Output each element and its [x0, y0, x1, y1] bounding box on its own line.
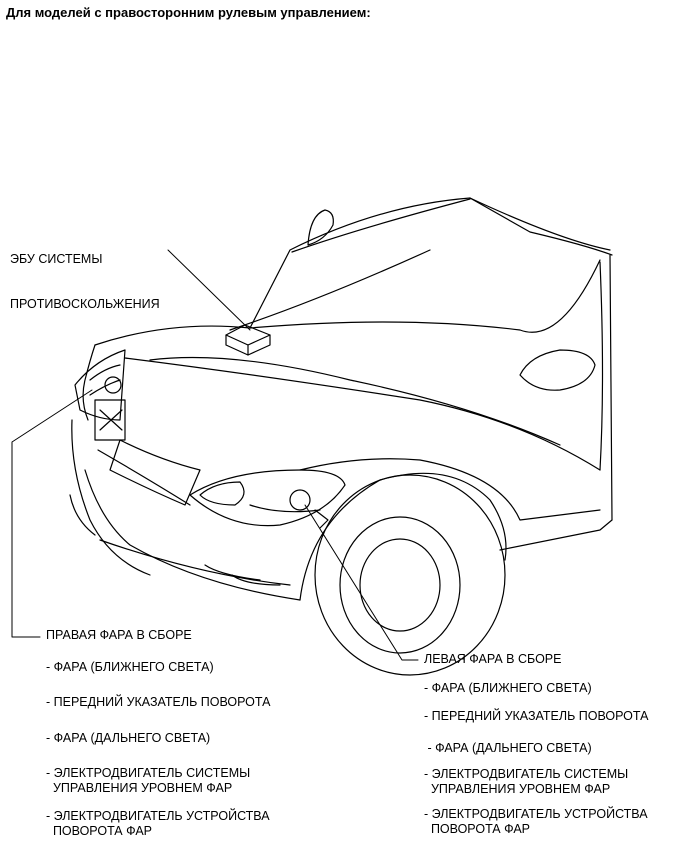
hood	[82, 249, 613, 521]
left-headlamp-drawing	[189, 469, 346, 529]
front-wheel	[314, 474, 506, 676]
right-item-turn-signal: - ПЕРЕДНИЙ УКАЗАТЕЛЬ ПОВОРОТА	[46, 695, 271, 709]
side-mirror	[307, 209, 334, 246]
ecu-label: ЭБУ СИСТЕМЫ ПРОТИВОСКОЛЬЖЕНИЯ	[10, 222, 160, 327]
left-item-leveling-motor: - ЭЛЕКТРОДВИГАТЕЛЬ СИСТЕМЫ УПРАВЛЕНИЯ УР…	[424, 767, 629, 796]
left-item-low-beam: - ФАРА (БЛИЖНЕГО СВЕТА)	[424, 681, 592, 695]
right-item-high-beam: - ФАРА (ДАЛЬНЕГО СВЕТА)	[46, 731, 211, 745]
leader-lines	[11, 249, 419, 661]
right-headlamp-drawing	[74, 349, 126, 441]
left-item-swivel-motor: - ЭЛЕКТРОДВИГАТЕЛЬ УСТРОЙСТВА ПОВОРОТА Ф…	[424, 807, 648, 836]
right-headlamp-title: ПРАВАЯ ФАРА В СБОРЕ	[46, 628, 192, 642]
fender	[299, 458, 613, 601]
left-item-turn-signal: - ПЕРЕДНИЙ УКАЗАТЕЛЬ ПОВОРОТА	[424, 709, 649, 723]
page-title: Для моделей с правосторонним рулевым упр…	[6, 5, 371, 20]
ecu-label-line1: ЭБУ СИСТЕМЫ	[10, 252, 103, 266]
right-item-swivel-motor: - ЭЛЕКТРОДВИГАТЕЛЬ УСТРОЙСТВА ПОВОРОТА Ф…	[46, 809, 270, 838]
right-side-mirror	[519, 349, 596, 391]
left-headlamp-title: ЛЕВАЯ ФАРА В СБОРЕ	[424, 652, 562, 666]
left-item-high-beam: - ФАРА (ДАЛЬНЕГО СВЕТА)	[424, 741, 592, 755]
ecu-label-line2: ПРОТИВОСКОЛЬЖЕНИЯ	[10, 297, 160, 311]
right-item-leveling-motor: - ЭЛЕКТРОДВИГАТЕЛЬ СИСТЕМЫ УПРАВЛЕНИЯ УР…	[46, 766, 251, 795]
grille	[69, 419, 301, 601]
windshield	[249, 197, 613, 329]
right-item-low-beam: - ФАРА (БЛИЖНЕГО СВЕТА)	[46, 660, 214, 674]
